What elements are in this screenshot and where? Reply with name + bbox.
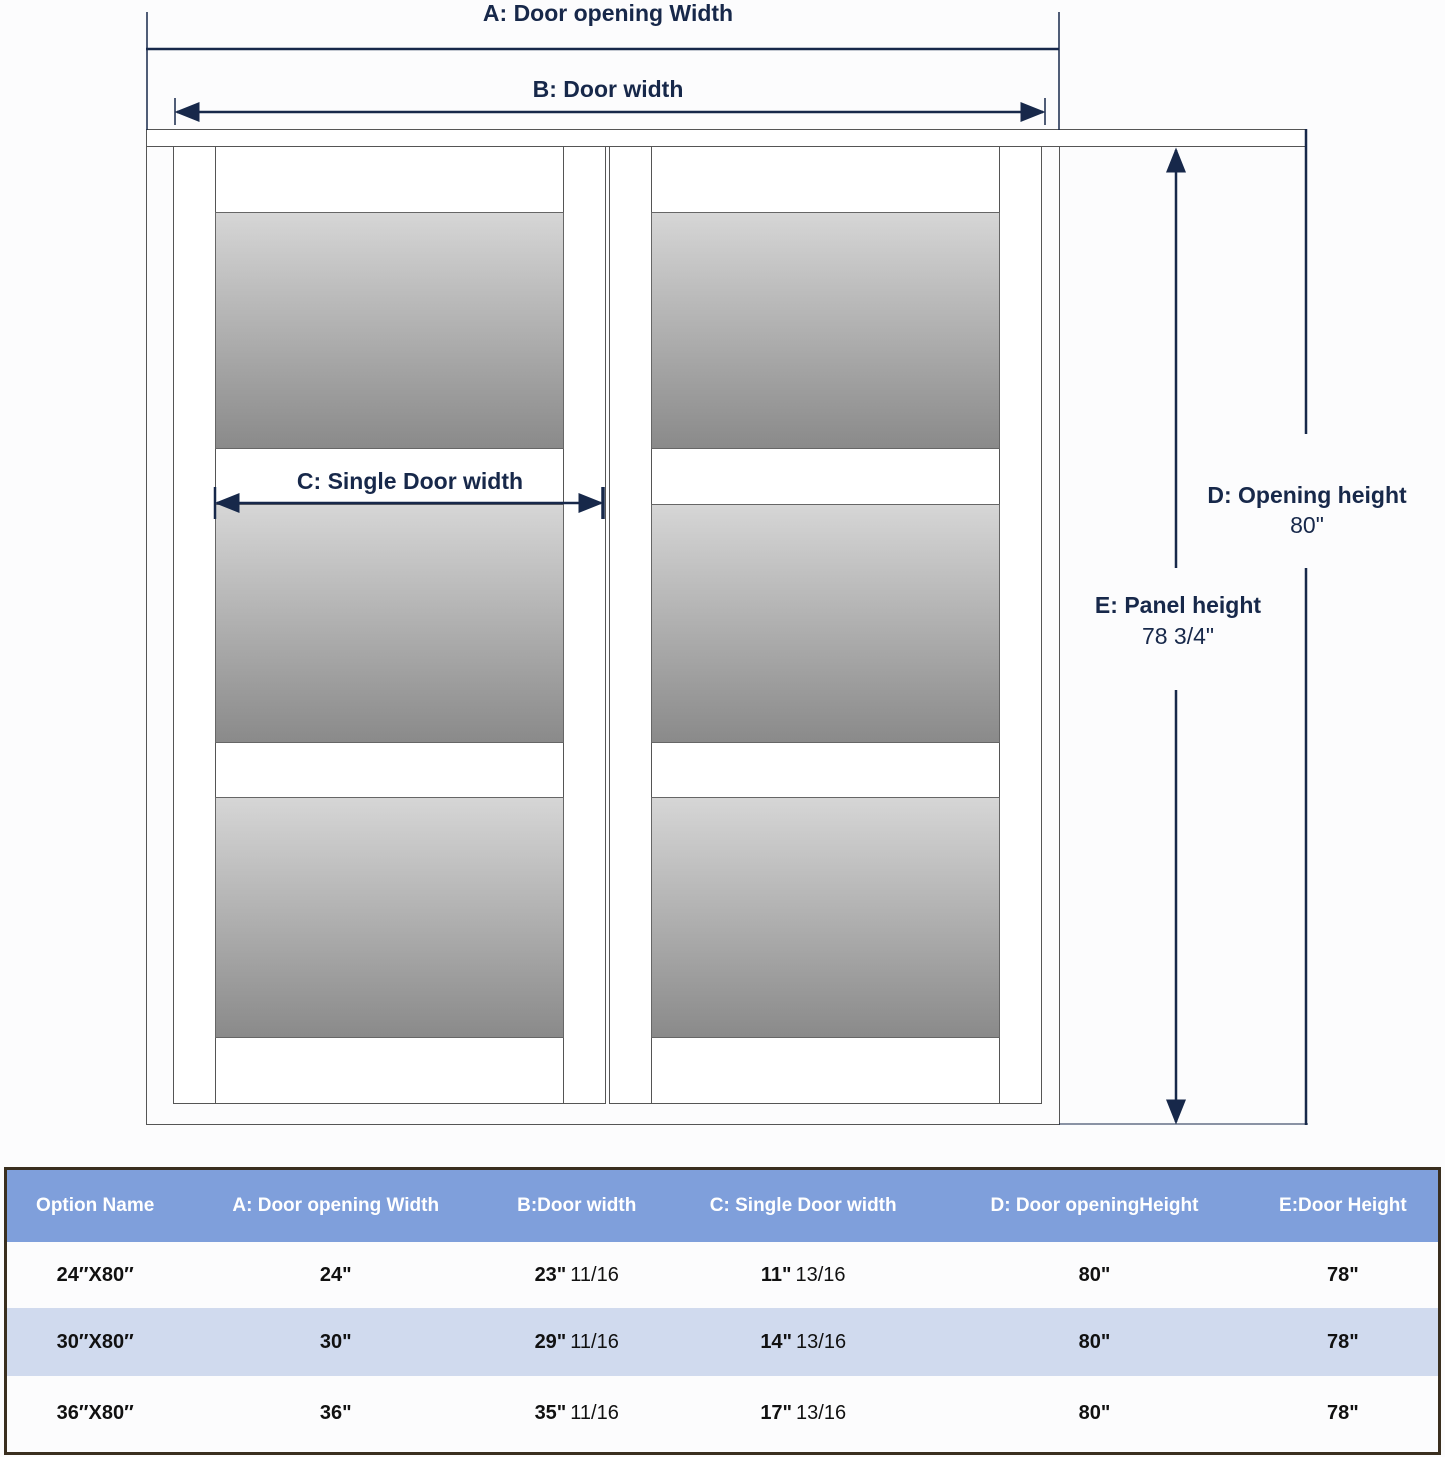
header-a: A: Door opening Width xyxy=(183,1168,489,1242)
table-cell: 23"11/16 xyxy=(488,1242,665,1308)
header-e: E:Door Height xyxy=(1247,1168,1440,1242)
cell-value: 24" xyxy=(319,1263,352,1286)
table-cell: 80" xyxy=(941,1308,1248,1376)
table-cell: 17"13/16 xyxy=(665,1376,941,1453)
table-cell: 30″X80″ xyxy=(5,1308,184,1376)
cell-value: 78" xyxy=(1327,1402,1359,1425)
label-b: B: Door width xyxy=(532,76,684,102)
cell-value: 36″X80″ xyxy=(56,1402,134,1425)
cell-fraction: 13/16 xyxy=(796,1330,847,1353)
cell-value: 30″X80″ xyxy=(56,1330,134,1353)
table-cell: 24″X80″ xyxy=(6,1242,184,1308)
label-e: E: Panel height xyxy=(1094,592,1262,618)
right-glass-bottom xyxy=(651,797,1000,1038)
table-cell: 29"11/16 xyxy=(488,1308,666,1376)
cell-fraction: 13/16 xyxy=(796,1402,847,1425)
cell-value: 78" xyxy=(1327,1263,1359,1286)
cell-value: 11" xyxy=(760,1263,792,1286)
cell-value: 80" xyxy=(1078,1330,1111,1353)
label-c: C: Single Door width xyxy=(296,468,524,494)
header-d: D: Door openingHeight xyxy=(941,1168,1248,1242)
table-cell: 78" xyxy=(1248,1242,1440,1308)
header-b: B:Door width xyxy=(488,1168,666,1242)
left-glass-bottom xyxy=(215,797,564,1038)
left-door-stile-outer xyxy=(173,146,216,1104)
cell-fraction: 13/16 xyxy=(795,1263,846,1286)
table-cell: 80" xyxy=(941,1242,1248,1308)
cell-value: 30" xyxy=(319,1330,352,1353)
table-cell: 36" xyxy=(183,1376,488,1453)
cell-fraction: 11/16 xyxy=(570,1402,619,1425)
cell-value: 80" xyxy=(1078,1402,1111,1425)
left-glass-top xyxy=(215,212,564,449)
cell-value: 23" xyxy=(534,1263,567,1286)
cell-value: 17" xyxy=(760,1402,793,1425)
label-e-value: 78 3/4" xyxy=(1141,623,1215,649)
right-glass-middle xyxy=(651,504,1000,743)
right-door-stile-outer xyxy=(999,146,1042,1104)
table-cell: 78" xyxy=(1248,1376,1440,1453)
label-d-value: 80" xyxy=(1290,512,1324,538)
cell-value: 80" xyxy=(1078,1263,1111,1286)
table-cell: 24" xyxy=(183,1242,488,1308)
table-cell: 36″X80″ xyxy=(6,1376,184,1453)
table-cell: 35"11/16 xyxy=(488,1376,665,1453)
cell-value: 35" xyxy=(534,1402,567,1425)
cell-value: 29" xyxy=(534,1330,567,1353)
header-c: C: Single Door width xyxy=(665,1168,942,1242)
cell-value: 14" xyxy=(760,1330,793,1353)
table-cell: 11"13/16 xyxy=(665,1242,941,1308)
table-cell: 80" xyxy=(941,1376,1248,1453)
cell-value: 78" xyxy=(1327,1330,1359,1353)
size-table: Option Name A: Door opening Width B:Door… xyxy=(4,1167,1441,1455)
left-glass-middle xyxy=(215,504,564,743)
cell-fraction: 11/16 xyxy=(570,1263,619,1286)
cell-value: 24″X80″ xyxy=(56,1263,134,1286)
table-cell: 14"13/16 xyxy=(665,1308,942,1376)
label-d: D: Opening height xyxy=(1207,482,1407,508)
dimension-lines xyxy=(146,12,1308,1125)
right-glass-top xyxy=(651,212,1000,449)
table-cell: 78" xyxy=(1247,1308,1440,1376)
label-a: A: Door opening Width xyxy=(482,0,734,26)
table-header-row: Option Name A: Door opening Width B:Door… xyxy=(5,1168,1440,1242)
cell-fraction: 11/16 xyxy=(570,1330,619,1353)
header-option-name: Option Name xyxy=(5,1168,184,1242)
table-cell: 30" xyxy=(183,1308,489,1376)
cell-value: 36" xyxy=(319,1402,352,1425)
